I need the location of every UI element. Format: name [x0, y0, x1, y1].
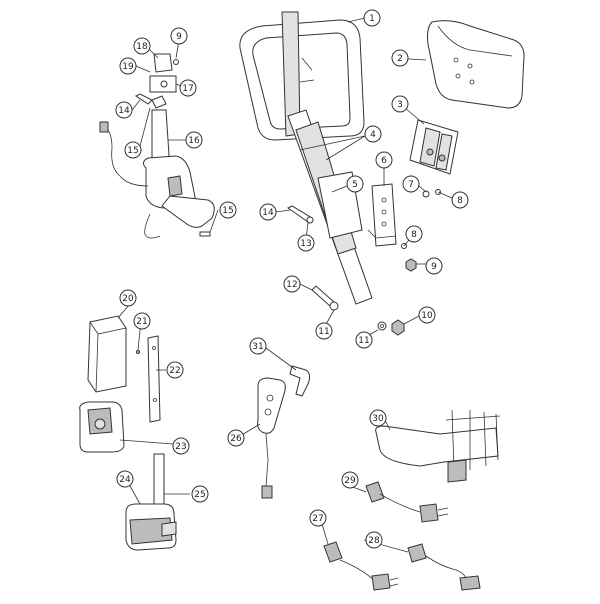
- callout-26: 26: [227, 429, 245, 447]
- callout-label: 29: [344, 476, 356, 486]
- callout-15-left: 15: [124, 141, 142, 159]
- callout-16: 16: [185, 131, 203, 149]
- callout-label: 14: [262, 208, 274, 218]
- callout-label: 6: [381, 156, 387, 166]
- callout-label: 2: [397, 54, 403, 64]
- callout-label: 16: [188, 136, 200, 146]
- callout-25: 25: [191, 485, 209, 503]
- callout-label: 25: [194, 490, 205, 500]
- callout-label: 22: [169, 366, 180, 376]
- callout-14-right: 14: [259, 203, 277, 221]
- callout-label: 15: [222, 206, 233, 216]
- callout-20: 20: [119, 289, 137, 307]
- callout-24: 24: [116, 470, 134, 488]
- fasteners-right: [287, 189, 441, 336]
- callout-label: 15: [127, 146, 138, 156]
- callout-14-left: 14: [115, 101, 133, 119]
- callout-label: 30: [372, 414, 384, 424]
- callout-label: 7: [408, 180, 414, 190]
- callout-label: 3: [397, 100, 403, 110]
- callout-label: 19: [122, 62, 134, 72]
- part-handle-frame: [239, 11, 397, 305]
- callout-label: 5: [352, 180, 358, 190]
- part-2-block: [427, 20, 525, 109]
- callout-label: 27: [312, 514, 323, 524]
- callout-label: 13: [300, 239, 311, 249]
- callout-12: 12: [283, 275, 301, 293]
- callout-label: 24: [119, 475, 131, 485]
- part-20-23-battery: [79, 315, 161, 453]
- callout-4: 4: [364, 125, 382, 143]
- callout-label: 18: [136, 42, 148, 52]
- callout-label: 20: [122, 294, 134, 304]
- callout-28: 28: [365, 531, 383, 549]
- callout-label: 17: [182, 84, 193, 94]
- callout-label: 11: [318, 327, 329, 337]
- callout-label: 9: [176, 32, 182, 42]
- callout-label: 23: [175, 442, 186, 452]
- callout-label: 9: [431, 262, 437, 272]
- part-27-29-cables: [323, 481, 481, 591]
- callout-18: 18: [133, 37, 151, 55]
- callout-9-lower: 9: [425, 257, 443, 275]
- callout-11-left: 11: [315, 322, 333, 340]
- part-16-actuator: [99, 109, 215, 239]
- callout-label: 11: [358, 336, 369, 346]
- callout-23: 23: [172, 437, 190, 455]
- callout-3: 3: [391, 95, 409, 113]
- callout-29: 29: [341, 471, 359, 489]
- callout-label: 21: [136, 317, 147, 327]
- callout-label: 28: [368, 536, 380, 546]
- callout-8-upper: 8: [451, 191, 469, 209]
- part-30-armrest: [375, 409, 501, 483]
- part-17-18-bracket: [135, 53, 179, 109]
- callout-13: 13: [297, 234, 315, 252]
- callout-19: 19: [119, 57, 137, 75]
- callout-9-upper: 9: [170, 27, 188, 45]
- part-24-25-control-box: [125, 453, 177, 551]
- callout-15-right: 15: [219, 201, 237, 219]
- callout-11-right: 11: [355, 331, 373, 349]
- callout-17: 17: [179, 79, 197, 97]
- callout-label: 14: [118, 106, 130, 116]
- part-3-mounting-plate: [409, 119, 459, 175]
- callout-5: 5: [346, 175, 364, 193]
- callout-2: 2: [391, 49, 409, 67]
- callout-22: 22: [166, 361, 184, 379]
- callout-label: 12: [286, 280, 297, 290]
- callout-1: 1: [363, 9, 381, 27]
- callout-label: 1: [369, 14, 375, 24]
- callout-label: 4: [370, 130, 376, 140]
- leader-lines: [117, 17, 453, 553]
- callout-label: 31: [252, 342, 263, 352]
- callout-30: 30: [369, 409, 387, 427]
- callout-label: 26: [230, 434, 242, 444]
- callout-label: 10: [421, 311, 433, 321]
- callout-27: 27: [309, 509, 327, 527]
- callout-7: 7: [402, 175, 420, 193]
- callout-8-lower: 8: [405, 225, 423, 243]
- callout-21: 21: [133, 312, 151, 330]
- callout-label: 8: [411, 230, 417, 240]
- callout-label: 8: [457, 196, 463, 206]
- callout-31: 31: [249, 337, 267, 355]
- part-26-hand-control: [257, 365, 311, 499]
- callout-6: 6: [375, 151, 393, 169]
- callout-10: 10: [418, 306, 436, 324]
